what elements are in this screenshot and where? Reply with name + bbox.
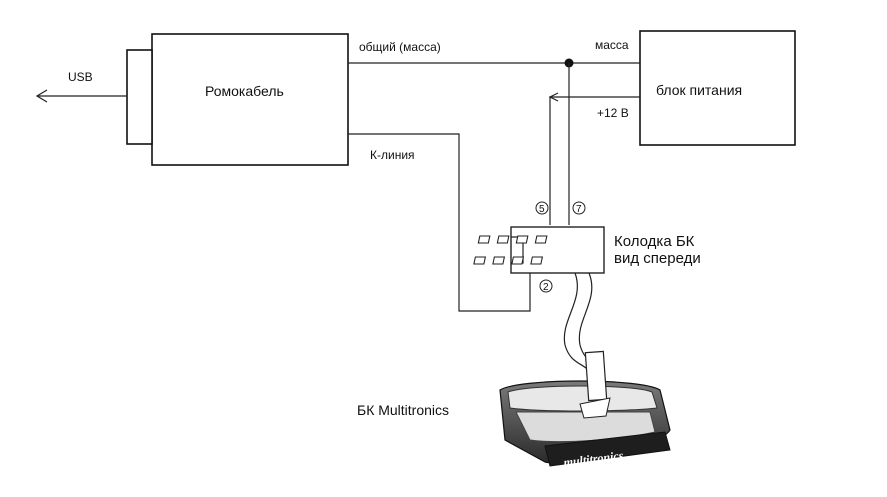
power-block-box bbox=[639, 30, 796, 146]
k-line-label: К-линия bbox=[370, 148, 415, 162]
pin7-marker: 7 bbox=[572, 201, 586, 215]
connector-title-line1: Колодка БК bbox=[614, 233, 695, 250]
plus12-label: +12 В bbox=[597, 106, 629, 120]
usb-plug bbox=[126, 49, 153, 145]
romocable-label: Ромокабель bbox=[205, 83, 284, 99]
romocable-box bbox=[151, 33, 349, 166]
usb-arrow-icon bbox=[35, 89, 127, 103]
svg-text:7: 7 bbox=[576, 204, 582, 215]
connector-title-line2: вид спереди bbox=[614, 250, 701, 267]
bk-device-image: multitronics bbox=[499, 350, 671, 469]
pin2-marker: 2 bbox=[539, 279, 553, 293]
k-line-wire bbox=[348, 133, 531, 312]
usb-label: USB bbox=[68, 70, 93, 84]
svg-text:5: 5 bbox=[539, 204, 545, 215]
common-ground-label: общий (масса) bbox=[359, 40, 441, 54]
pin5-marker: 5 bbox=[535, 201, 549, 215]
svg-text:2: 2 bbox=[543, 282, 549, 293]
connector-block bbox=[473, 226, 605, 274]
ground-label: масса bbox=[595, 38, 629, 52]
bk-device-label: БК Multitronics bbox=[357, 402, 449, 418]
power-block-label: блок питания bbox=[656, 82, 742, 98]
